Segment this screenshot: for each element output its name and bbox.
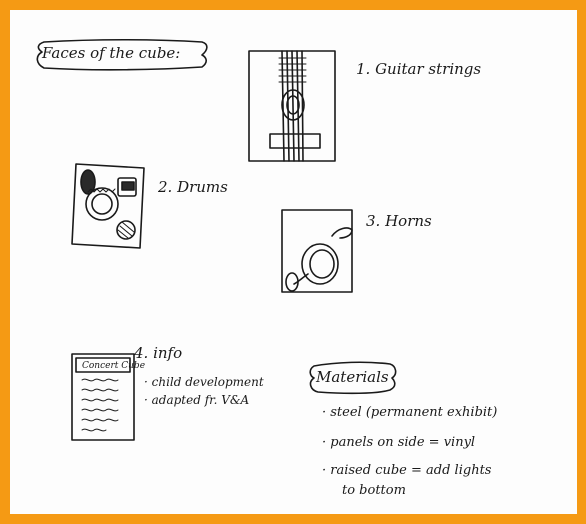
face-label-info: 4. info — [134, 346, 182, 361]
face-label-guitar-strings: 1. Guitar strings — [356, 62, 481, 77]
materials-item-1: · steel (permanent exhibit) — [322, 406, 497, 419]
face-label-horns: 3. Horns — [366, 214, 432, 229]
drums-sketch — [70, 160, 150, 252]
info-panel-sketch — [70, 352, 136, 444]
horn-sketch — [278, 206, 358, 298]
materials-title: Materials — [316, 370, 389, 385]
materials-item-4: to bottom — [342, 484, 406, 497]
info-bullet-1: · child development — [144, 376, 264, 388]
face-label-drums: 2. Drums — [158, 180, 228, 195]
info-bullet-2: · adapted fr. V&A — [144, 394, 249, 406]
guitar-strings-sketch — [246, 48, 338, 164]
page-title: Faces of the cube: — [42, 46, 180, 61]
materials-item-3: · raised cube = add lights — [322, 464, 491, 477]
materials-item-2: · panels on side = vinyl — [322, 436, 475, 449]
